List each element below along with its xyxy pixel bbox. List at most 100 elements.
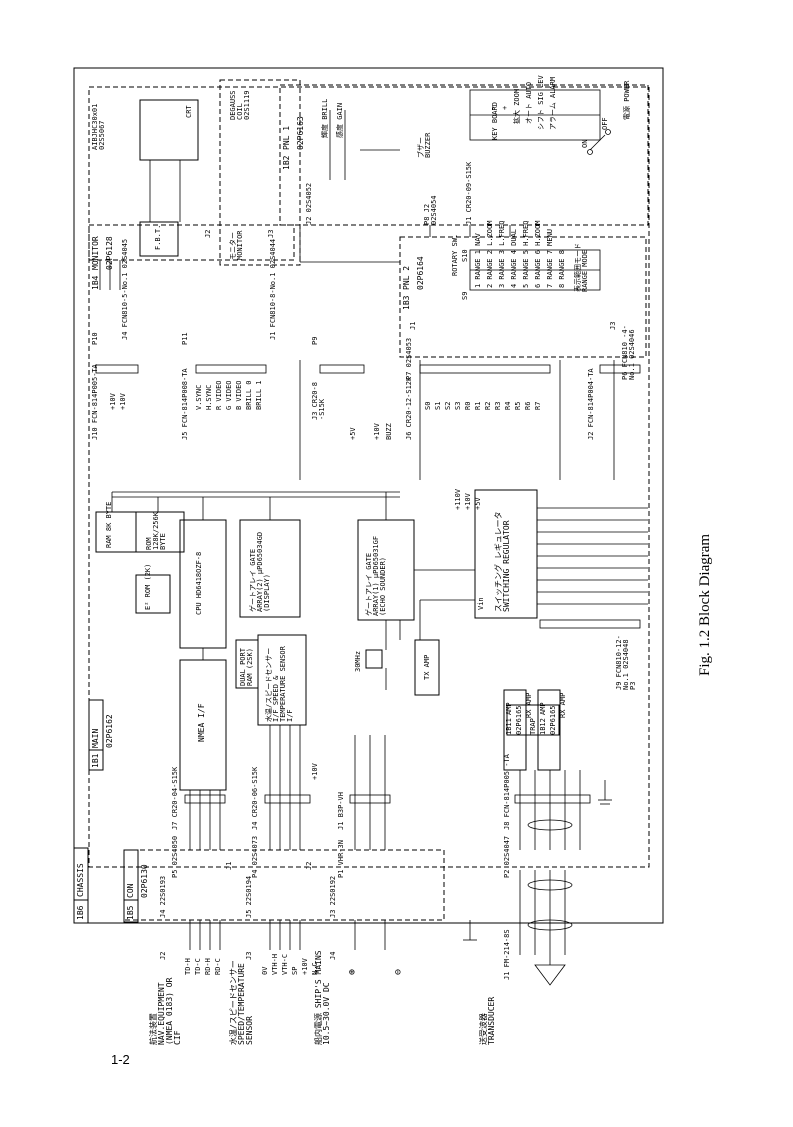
connector-j4 (264, 794, 311, 804)
key-plus: + (501, 105, 509, 110)
rotary-switch-s9: S9 (461, 291, 469, 300)
ext-transducer: 送受波器 TRANSDUCER (479, 996, 496, 1045)
con-label-box (123, 849, 139, 923)
rotary-pos-2: 2 RANGE 2 L.ZOOM (486, 220, 494, 288)
conn-p10: P10 (91, 332, 99, 345)
power-label: 電源 POWER (623, 80, 631, 120)
monitor-board-label: MONITOR (91, 236, 100, 270)
sig-td-h: TD-H (184, 958, 192, 975)
sig-j4main-10v: +10V (311, 763, 319, 780)
conn-ext-j4: J4 (329, 951, 337, 960)
conn-pnl-j2: J2 02S4052 (305, 182, 313, 225)
sig-rd-c: RD-C (214, 958, 222, 975)
con-board-id: 1B5 (126, 905, 135, 920)
range-mode-label: 表示範囲モード RANGE MODE (574, 243, 589, 292)
sig-j10-1: +10V (109, 393, 117, 410)
sig-sp: SP (291, 966, 299, 975)
monitor-board-outline (88, 224, 295, 261)
sig-r0: R0 (464, 401, 472, 410)
conn-p1: P1 VHR-3N (337, 840, 345, 878)
conn-p11: P11 (181, 332, 189, 345)
ext-nav-equipment: 航法装置 NAV.EQUIPMENT (NMEA 0183) OR CIF (149, 977, 182, 1045)
e2rom-label: E² ROM (2K) (144, 563, 152, 610)
sig-sensor-10v: +10V (301, 958, 309, 975)
brill-label: 輝度 BRILL (321, 98, 329, 138)
sig-reg-110v: +110V (454, 488, 462, 510)
conn-pnl2-j3: J3 (609, 321, 617, 330)
rom-block (135, 511, 185, 553)
sig-bvideo: B VIDEO (235, 380, 243, 410)
fbt-block (139, 221, 179, 257)
fbt-label: F.B.T. (154, 224, 162, 250)
dualport-label: DUAL PORT RAM (2SK) (239, 648, 254, 686)
txamp-block (414, 639, 440, 696)
conn-pnl-p8: P8 J2 02S4054 (423, 195, 438, 225)
sig-minus: ⊖ (393, 968, 404, 975)
amp1-block (503, 689, 527, 771)
conn-j5: J5 FCN-814P008-TA (181, 368, 189, 440)
crt-block (139, 99, 199, 161)
conn-j6: J6 CR20-12-S12K (405, 376, 413, 440)
page-number: 1-2 (111, 1052, 130, 1067)
cpu-block (179, 519, 227, 649)
monitor-region (219, 79, 301, 266)
ext-sensor: 水温/スピードセンサー SPEED/TEMPERATURE SENSOR (229, 960, 254, 1045)
amp2-board-pcb: 02P6165 (549, 705, 557, 735)
power-off-label: OFF (601, 117, 609, 130)
sig-0v: 0V (261, 966, 269, 975)
monitor-board-id: 1B4 (91, 275, 100, 290)
speed-label: 水温/スピードセンサーI/F SPEED & TEMPERATURE SENSO… (265, 646, 294, 722)
sig-r4: R4 (504, 401, 512, 410)
rxamp1-label: RX AMP (525, 692, 533, 718)
sig-vth-h: VTH-H (271, 953, 279, 975)
conn-mon-j2: J2 (204, 229, 212, 238)
figure-caption: Fig. 1.2 Block Diagram (697, 533, 713, 676)
pnl1-board-label: PNL 1 (282, 125, 291, 150)
key-alarm: アラーム ALARM (549, 76, 557, 130)
conn-p9: P9 (311, 336, 319, 345)
conn-p7: P7 02S4053 (405, 337, 413, 380)
pnl2-board-label: PNL 2 (402, 265, 411, 290)
rotary-pos-6: 6 RANGE 6 H.ZOOM (534, 220, 542, 288)
conn-j4: J4 CR20-06-S15K (251, 766, 259, 830)
conn-mon-j4: J4 FCN810-5-No.1 02S4045 (121, 238, 129, 340)
connector-j2 (599, 364, 641, 374)
conn-j8: J8 FCN-814P005 -TA (503, 754, 511, 830)
amp2-board-label: AMP (539, 702, 547, 715)
conn-p5: P5 02S4050 (171, 835, 179, 878)
sig-gvideo: G VIDEO (225, 380, 233, 410)
conn-j9: J9 FCN810-12-No.1 02S4048 P3 (615, 635, 637, 690)
rotary-pos-5: 5 RANGE 5 H.FREQ (522, 220, 530, 288)
rxamp2-label: RX AMP (559, 692, 567, 718)
connector-j6 (419, 364, 551, 374)
sig-r3: R3 (494, 401, 502, 410)
conn-con-j5: J5 22S0194 (245, 875, 253, 918)
sig-vth-c: VTH-C (281, 953, 289, 975)
conn-ext-j1: J1 FM-214-8S (503, 929, 511, 980)
conn-j1main: J1 B3P-VH (337, 792, 345, 830)
main-board-id: 1B1 (91, 753, 100, 768)
rotary-pos-8: 8 RANGE 8 (558, 250, 566, 288)
amp1-board-id: 1B11 (505, 718, 513, 735)
buzzer-label: ブザー BUZZER (417, 132, 432, 158)
amp1-board-label: AMP (505, 702, 513, 715)
trap-block (506, 704, 560, 736)
rotary-pos-4: 4 RANGE 4 DUAL (510, 228, 518, 288)
sig-brill1: BRILL 1 (255, 380, 263, 410)
sig-s1: S1 (434, 401, 442, 410)
conn-con-j3: J3 22S0192 (329, 875, 337, 918)
conn-ext-j2: J2 (159, 951, 167, 960)
conn-mon-j3: J3 (267, 229, 275, 238)
connector-j3 (319, 364, 365, 374)
chassis-id: 1B6 (76, 905, 85, 920)
con-board-label: CON (126, 883, 135, 898)
e2rom-block (135, 574, 171, 614)
amp2-block (537, 689, 561, 771)
sig-10v: +10V (373, 423, 381, 440)
txamp-label: TX AMP (423, 654, 431, 680)
rotary-pos-7: 7 RANGE 7 MENU (546, 228, 554, 288)
key-minus: − (489, 105, 497, 110)
connector-j7 (184, 794, 226, 804)
pnl2-board-id: 1B3 (402, 295, 411, 310)
